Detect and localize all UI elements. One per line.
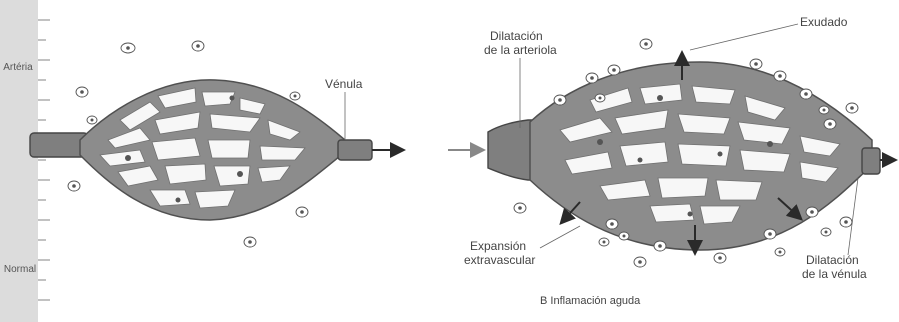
scale-top-label: Artéria (3, 62, 33, 73)
venule-dilation-label-1: Dilatación (806, 253, 859, 267)
inflamed-panel: Exudado Dilatación de la arteriola Expan… (448, 15, 894, 307)
venule-label: Vénula (325, 77, 363, 91)
exudate-label: Exudado (800, 15, 848, 29)
extravascular-label-1: Expansión (470, 239, 526, 253)
venule-dilated (862, 148, 880, 174)
venule-normal (338, 140, 372, 160)
arteriole-dilation-label-2: de la arteriola (484, 43, 557, 57)
scale-bottom-label: Normal (4, 264, 36, 275)
exudate-leader (690, 24, 798, 50)
normal-panel: Artéria Normal (0, 0, 402, 322)
scale-ticks (38, 20, 50, 300)
extravascular-label-2: extravascular (464, 253, 535, 267)
venule-dilation-label-2: de la vénula (802, 267, 867, 281)
venule-dilation-leader (848, 178, 858, 255)
extravascular-leader (540, 226, 580, 248)
arteriole-dilation-label-1: Dilatación (490, 29, 543, 43)
panel-caption: B Inflamación aguda (540, 295, 641, 307)
